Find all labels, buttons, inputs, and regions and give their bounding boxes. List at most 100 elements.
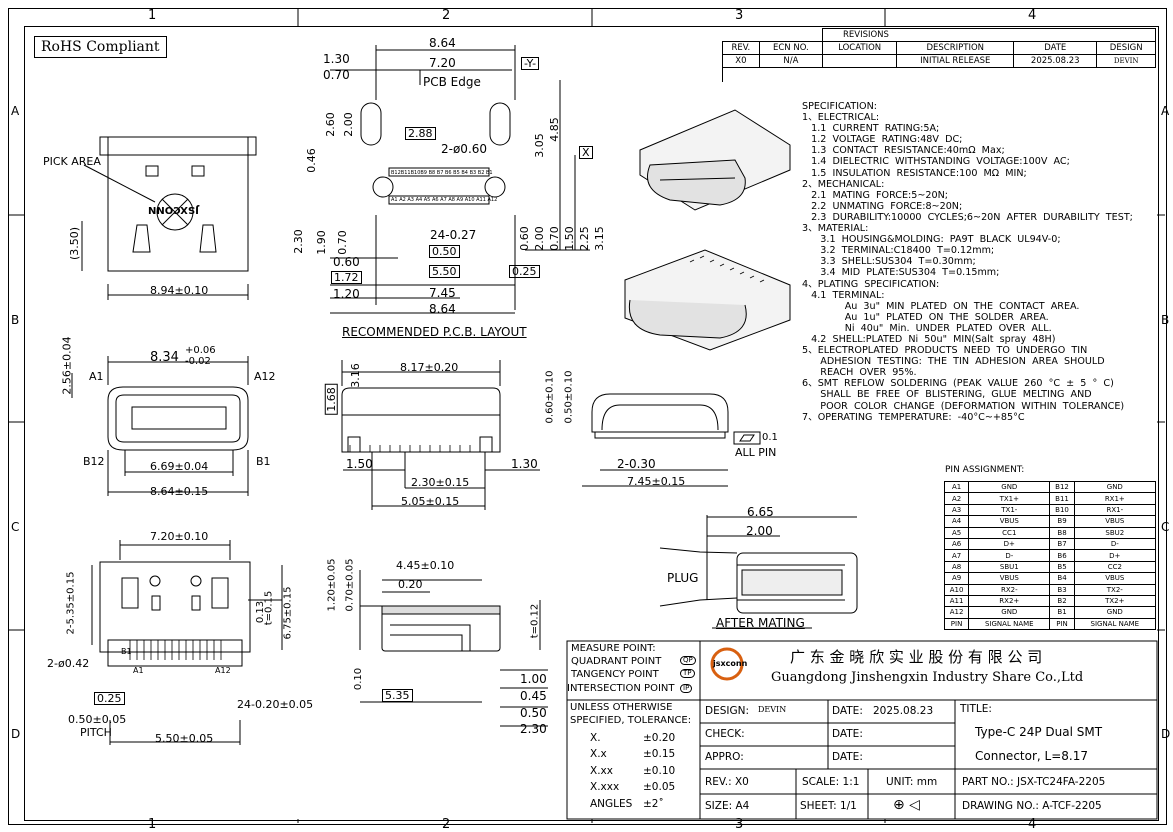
dim-042: 2-ø0.42 (47, 657, 90, 670)
pin-cell: A9 (943, 572, 970, 585)
spec-line: 3.1 HOUSING&MOLDING: PA9T BLACK UL94V-0; (802, 234, 1061, 246)
pin-header-cell: SIGNAL NAME (968, 617, 1051, 631)
tb-scale: SCALE: 1:1 (802, 776, 860, 788)
dim-834: 8.34 (150, 350, 179, 365)
pin-cell: GND (968, 606, 1051, 619)
pcb-layout-title: RECOMMENDED P.C.B. LAYOUT (342, 325, 527, 339)
pcb-dim-720: 7.20 (429, 56, 456, 70)
pcb-dim-172: 1.72 (331, 271, 362, 284)
sec-dim-050: 0.50 (520, 706, 547, 720)
pcb-row-a-pins: A1 A2 A3 A4 A5 A6 A7 A8 A9 A10 A11 A12 (391, 197, 498, 203)
zone-row-b: B (11, 313, 20, 327)
pcb-dim-130: 1.30 (323, 52, 350, 66)
symbol-ip: IP (680, 684, 693, 693)
measure-point-title: MEASURE POINT: (571, 643, 656, 654)
dim-864-front: 8.64±0.15 (150, 485, 209, 498)
tb-size: SIZE: A4 (705, 800, 750, 812)
end-dim-050: 0.50±0.10 (563, 370, 575, 424)
label-a12-bottom: A12 (215, 666, 231, 675)
mating-caption: AFTER MATING (716, 616, 805, 630)
pin-cell: A6 (943, 537, 970, 551)
pcb-row-b-pins: B12B11B10B9 B8 B7 B6 B5 B4 B3 B2 B1 (391, 170, 493, 176)
spec-line: 3.2 TERMINAL:C18400 T=0.12mm; (802, 245, 995, 257)
tb-design-date: 2025.08.23 (873, 705, 934, 717)
spec-line: 7、OPERATING TEMPERATURE: -40°C~+85°C (802, 411, 1025, 423)
company-name-cn: 广 东 金 晓 欣 实 业 股 份 有 限 公 司 (790, 648, 1043, 666)
spec-line: 3.4 MID PLATE:SUS304 T=0.15mm; (802, 267, 1000, 279)
pin-cell: D- (1073, 537, 1157, 551)
sec-dim-t012: t=0.12 (529, 603, 541, 639)
pcb-dim-315r: 3.15 (592, 226, 606, 251)
pin-cell: TX2+ (1073, 594, 1157, 608)
pin-cell: B9 (1049, 515, 1075, 528)
spec-line: 1.4 DIELECTRIC WITHSTANDING VOLTAGE:100V… (802, 156, 1070, 168)
tb-date-label-3: DATE: (832, 751, 863, 763)
tol-angles-label: ANGLES (590, 798, 633, 810)
pin-cell: B1 (1049, 606, 1075, 619)
pcb-dim-200: 2.00 (341, 112, 355, 137)
revisions-table: REVISIONS REV. ECN NO. LOCATION DESCRIPT… (722, 28, 1157, 82)
side-dim-817: 8.17±0.20 (400, 361, 459, 374)
spec-line: 4、PLATING SPECIFICATION: (802, 278, 940, 290)
zone-col-4: 4 (1028, 8, 1037, 23)
tol-xxx-label: X.xx (590, 765, 613, 777)
spec-line: 3、MATERIAL: (802, 223, 869, 235)
pin-cell: GND (1073, 606, 1157, 619)
rev-header-design: DESIGN (1096, 41, 1156, 55)
tol-xxx-value: ±0.10 (643, 765, 676, 777)
zone-col-3-bottom: 3 (735, 817, 744, 832)
end-all-pin: ALL PIN (735, 446, 777, 459)
pin-cell: TX2- (1073, 583, 1157, 596)
spec-line: 2.2 UNMATING FORCE:8~20N; (802, 200, 963, 212)
rev-value-ecn: N/A (758, 54, 823, 68)
dim-535-bottom: 2-5.35±0.15 (65, 571, 77, 635)
pcb-dim-485: 4.85 (547, 117, 561, 142)
pin-cell: VBUS (1073, 572, 1157, 585)
tol-xxxx-value: ±0.05 (643, 781, 676, 793)
rev-header-date: DATE (1013, 41, 1098, 55)
rev-value-description: INITIAL RELEASE (896, 54, 1015, 68)
end-dim-060: 0.60±0.10 (544, 370, 556, 424)
rev-value-rev: X0 (722, 54, 760, 68)
pin-cell: A11 (943, 594, 970, 608)
dim-834-tol-up: +0.06 (185, 345, 216, 356)
pin-cell: SBU1 (968, 560, 1051, 574)
pin-header-cell: PIN (1049, 617, 1075, 631)
pcb-dim-120: 1.20 (333, 287, 360, 301)
tol-xx-value: ±0.15 (643, 748, 676, 760)
tol-angles-value: ±2˚ (643, 798, 664, 810)
dim-024-bottom: 24-0.20±0.05 (237, 698, 314, 711)
rev-header-ecn: ECN NO. (758, 41, 823, 55)
spec-line: 1.3 CONTACT RESISTANCE:40mΩ Max; (802, 145, 1005, 157)
spec-line: Ni 40u" Min. UNDER PLATED OVER ALL. (802, 322, 1052, 334)
side-dim-130: 1.30 (511, 457, 538, 471)
spec-line: ADHESION TESTING: THE TIN ADHESION AREA … (802, 356, 1105, 368)
sec-dim-020: 0.20 (398, 578, 423, 591)
tol-xxxx-label: X.xxx (590, 781, 620, 793)
outer-border (8, 8, 1167, 825)
rev-value-date: 2025.08.23 (1013, 54, 1098, 68)
pin-cell: RX1- (1073, 503, 1157, 517)
dim-550-bottom: 5.50±0.05 (155, 732, 214, 745)
pin-cell: D- (968, 549, 1051, 562)
label-a1: A1 (89, 370, 104, 383)
spec-line: 1.5 INSULATION RESISTANCE:100 MΩ MIN; (802, 167, 1027, 179)
measure-quadrant: QUADRANT POINT (571, 656, 662, 667)
pin-cell: A1 (943, 480, 970, 494)
tol-x-label: X. (590, 732, 601, 744)
dim-669: 6.69±0.04 (150, 460, 209, 473)
tb-designer: DEVIN (758, 705, 787, 714)
tb-design-label: DESIGN: (705, 705, 750, 717)
zone-col-2-bottom: 2 (442, 817, 451, 832)
pcb-dim-150r: 1.50 (562, 226, 576, 251)
pin-cell: B4 (1049, 572, 1075, 585)
pcb-dim-050: 0.50 (429, 245, 460, 258)
spec-line: 5、ELECTROPLATED PRODUCTS NEED TO UNDERGO… (802, 345, 1088, 357)
